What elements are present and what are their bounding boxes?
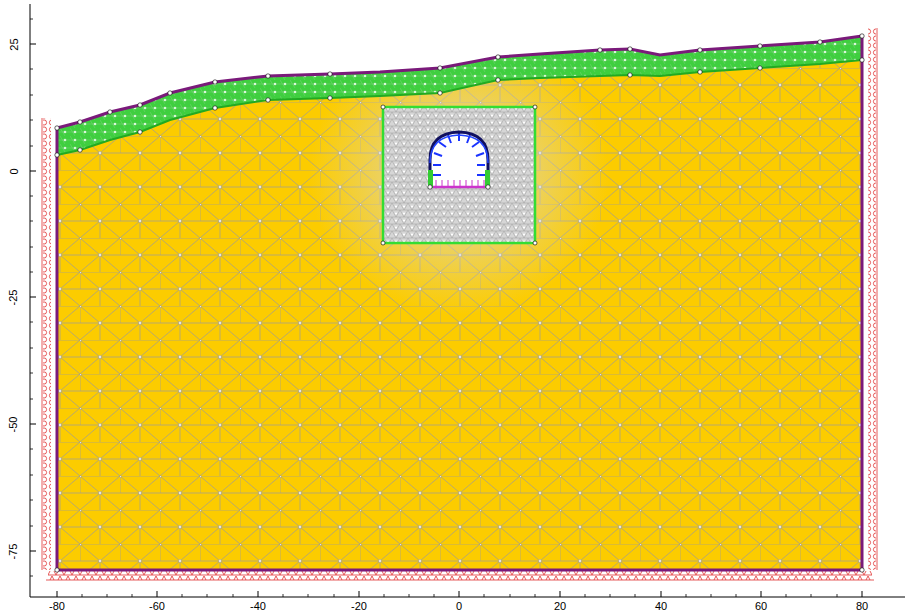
axis-tick-label: -60	[149, 601, 165, 612]
axis-tick-label: 0	[9, 168, 20, 174]
axis-tick-label: -40	[250, 601, 266, 612]
axis-tick-label: -75	[9, 543, 20, 559]
axis-tick-label: -80	[49, 601, 65, 612]
soil-layer	[57, 36, 862, 155]
axis-tick-label: -20	[351, 601, 367, 612]
model-boundary	[57, 36, 862, 570]
axis-tick-label: 25	[9, 38, 20, 50]
axis-tick-label: 20	[554, 601, 566, 612]
boundary-restraints	[42, 28, 877, 580]
axis-tick-label: -25	[9, 289, 20, 305]
axis-frame	[30, 4, 905, 597]
refined-zone	[381, 105, 537, 245]
axis-tick-label: 80	[856, 601, 868, 612]
axis-tick-label: 0	[456, 601, 462, 612]
boundary-vertices	[55, 34, 864, 572]
tunnel-excavation	[428, 132, 490, 189]
rock-mass	[57, 30, 862, 570]
axis-tick-label: 40	[655, 601, 667, 612]
axis-tick-label: 60	[755, 601, 767, 612]
axis-tick-label: -50	[9, 416, 20, 432]
